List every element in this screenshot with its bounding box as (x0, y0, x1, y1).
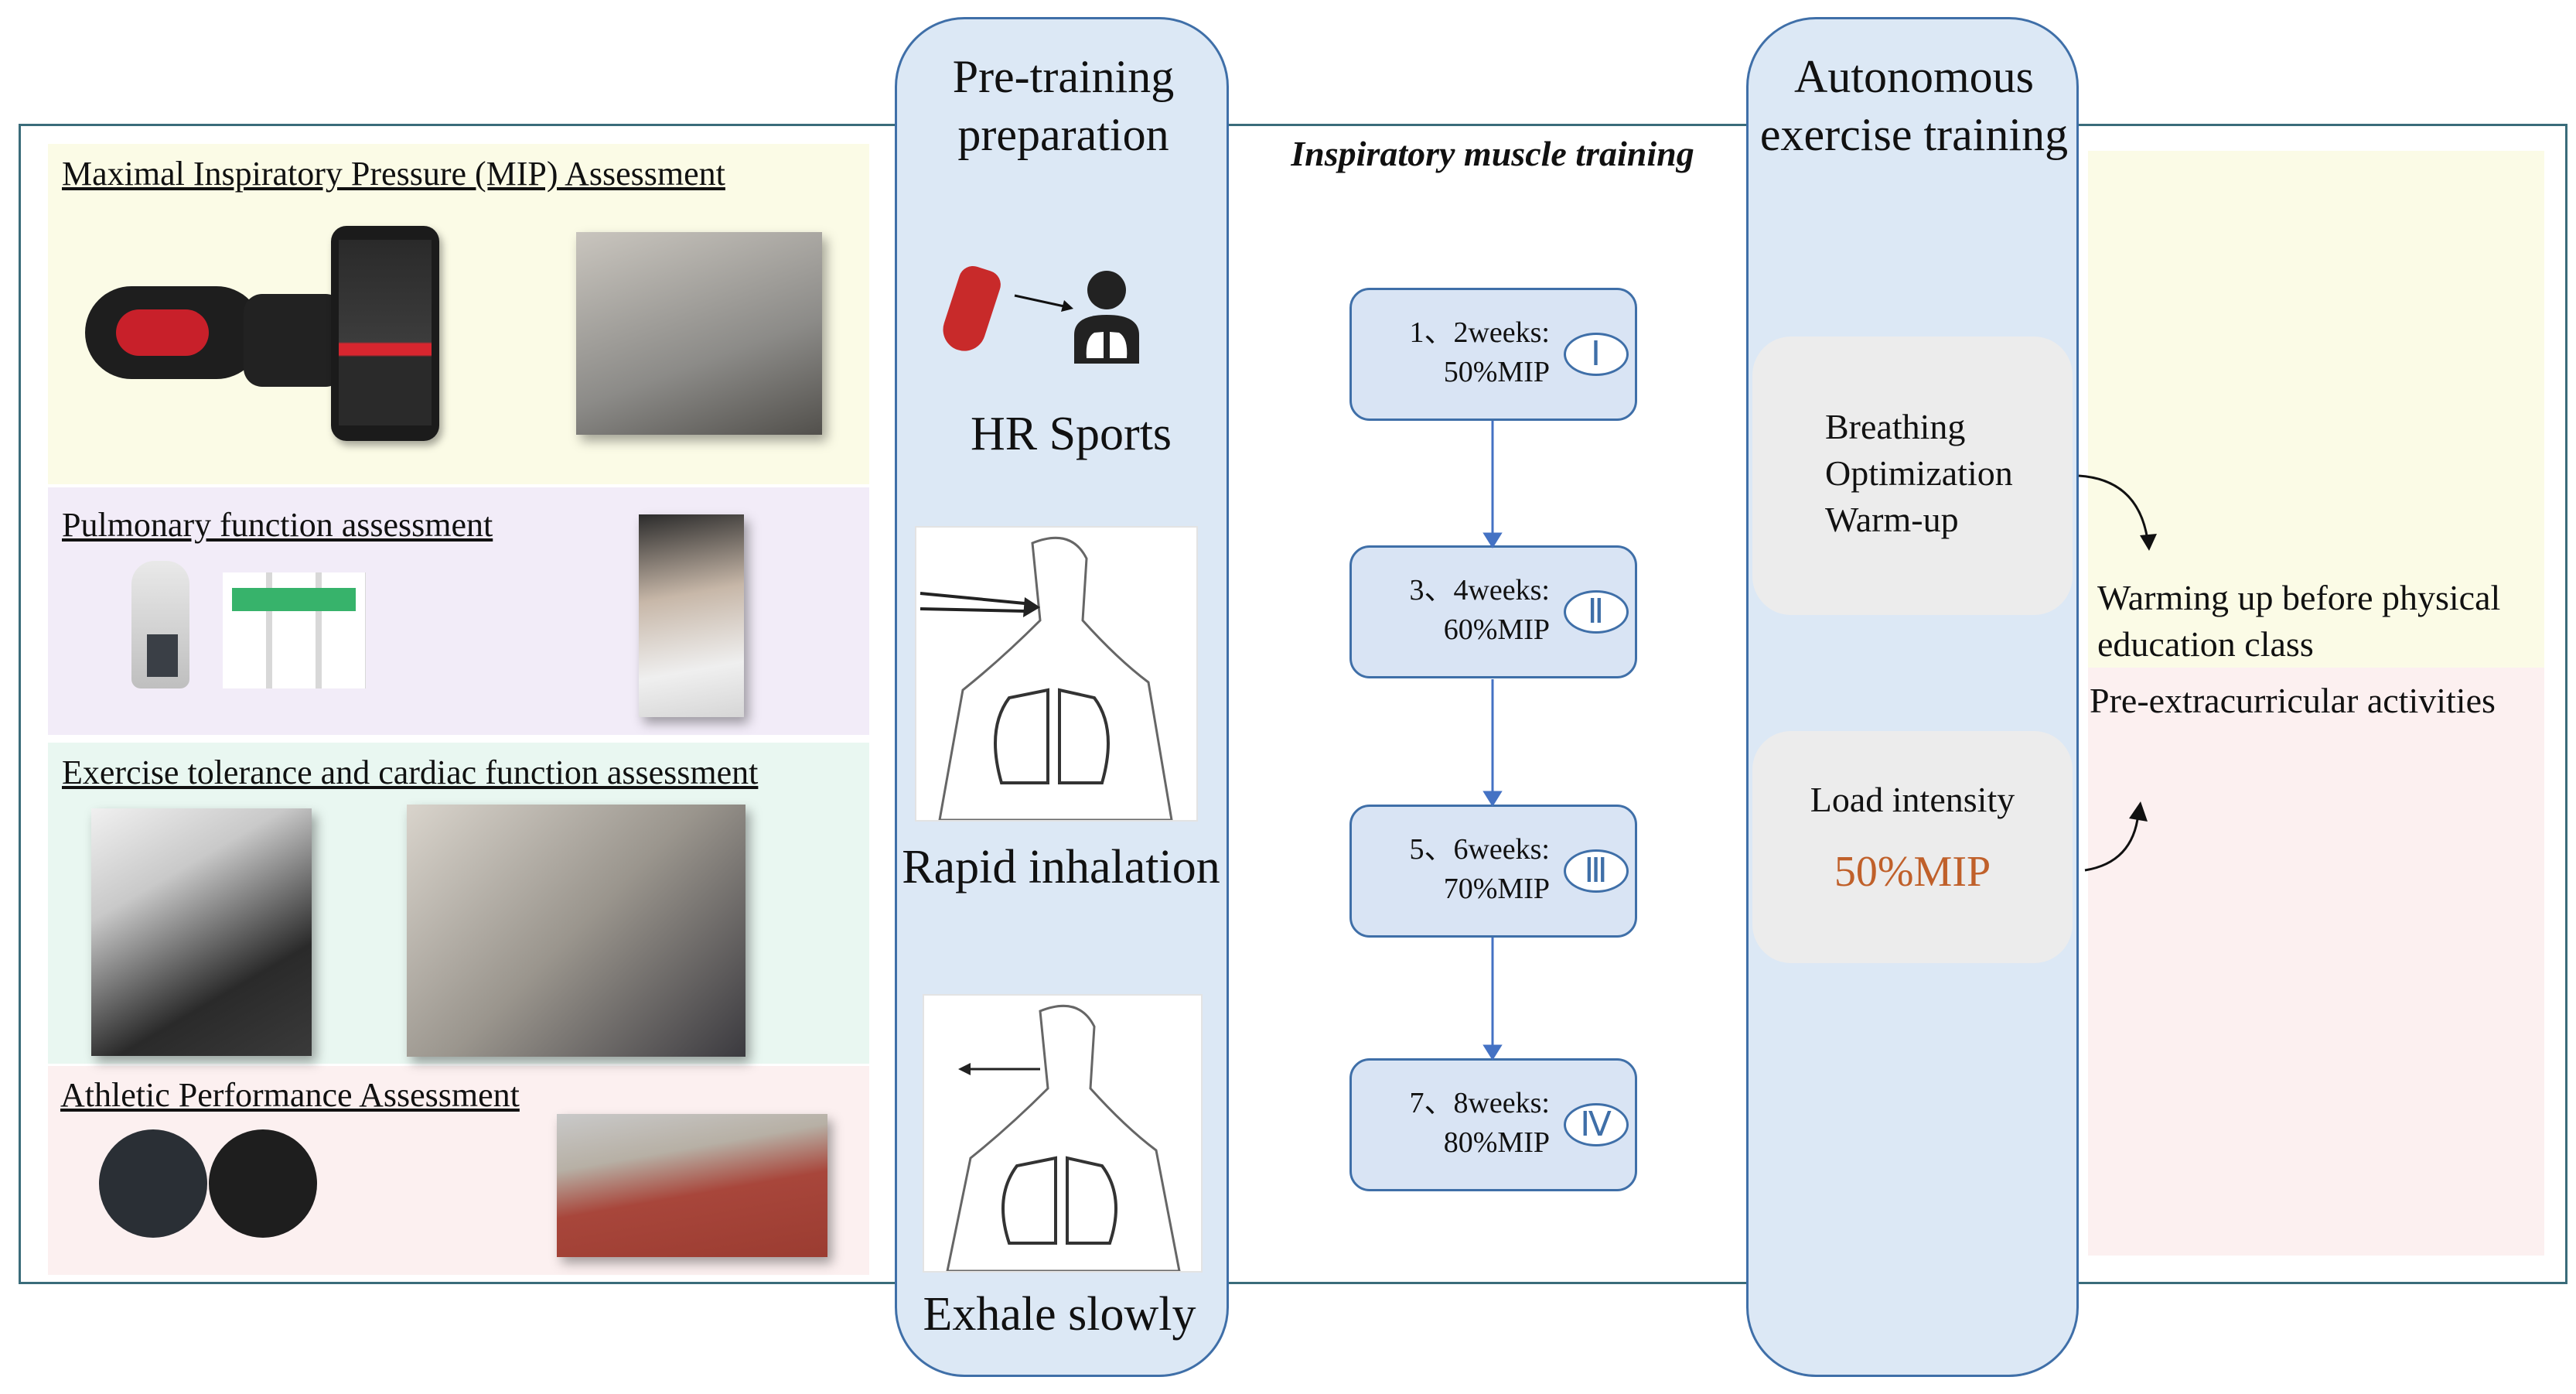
imt-step-4-load: 80%MIP (1443, 1126, 1550, 1160)
mip-title: Maximal Inspiratory Pressure (MIP) Asses… (62, 155, 725, 193)
arrow-to-extracurricular (2084, 813, 2140, 872)
mip-trainer-accent (116, 309, 209, 356)
imt-step-3-text: 5、6weeks: 70%MIP (1409, 830, 1550, 910)
rapid-inhalation-illustration (915, 526, 1198, 822)
rapid-inhalation-label: Rapid inhalation (902, 841, 1220, 893)
imt-step-1-load: 50%MIP (1443, 356, 1550, 389)
arrow-to-warmup-head (2140, 534, 2157, 551)
mip-sensor-image (244, 294, 344, 387)
spirometer-app-accent (232, 588, 356, 611)
stopwatch-image-1 (99, 1129, 207, 1238)
mip-assessment-photo (576, 232, 822, 435)
arrow-to-head-icon (1014, 294, 1073, 312)
athletic-title: Athletic Performance Assessment (60, 1076, 520, 1114)
pretraining-title: Pre-training preparation (952, 51, 1175, 160)
phase-badge-1: Ⅰ (1564, 333, 1629, 376)
phase-badge-2: Ⅱ (1564, 590, 1629, 634)
connector-arrowhead-1 (1482, 532, 1503, 548)
running-track-photo (557, 1114, 827, 1257)
phase-badge-3: Ⅲ (1564, 849, 1629, 893)
autonomous-column (1746, 17, 2079, 1377)
cardiopulmonary-equipment-photo (91, 808, 312, 1056)
exhale-slowly-label: Exhale slowly (923, 1288, 1196, 1341)
arrow-to-warmup (2078, 474, 2149, 541)
breathing-line-3: Warm-up (1825, 499, 1959, 539)
warmup-text: Warming up before physical education cla… (2097, 578, 2501, 664)
step-connectors (1482, 421, 1503, 1061)
imt-step-2-text: 3、4weeks: 60%MIP (1409, 571, 1550, 651)
imt-step-1-weeks: 1、2weeks: (1409, 316, 1550, 349)
imt-title: Inspiratory muscle training (1291, 134, 1694, 173)
load-intensity-value: 50%MIP (1834, 848, 1991, 896)
extracurricular-panel (2088, 668, 2544, 1256)
hr-sports-label: HR Sports (970, 408, 1172, 460)
treadmill-test-photo (407, 805, 746, 1057)
breathing-line-1: Breathing (1825, 407, 1966, 446)
breathing-line-2: Optimization (1825, 453, 2013, 493)
load-intensity-card (1752, 731, 2073, 963)
connector-arrowhead-2 (1482, 791, 1503, 807)
warmup-panel (2088, 151, 2544, 668)
lungs-head-icon (1074, 271, 1139, 364)
imt-step-3: 5、6weeks: 70%MIP Ⅲ (1349, 805, 1637, 938)
extracurricular-text: Pre-extracurricular activities (2090, 681, 2496, 720)
exercise-title: Exercise tolerance and cardiac function … (62, 753, 759, 791)
outer-frame (19, 124, 2567, 1284)
imt-step-4-text: 7、8weeks: 80%MIP (1409, 1084, 1550, 1163)
imt-step-4: 7、8weeks: 80%MIP Ⅳ (1349, 1058, 1637, 1191)
connector-arrowhead-3 (1482, 1044, 1503, 1061)
phase-badge-4: Ⅳ (1564, 1103, 1629, 1146)
imt-step-3-load: 70%MIP (1443, 873, 1550, 906)
exhale-slowly-drawing (946, 1004, 1181, 1273)
spirometer-screen (147, 634, 178, 677)
imt-step-1-text: 1、2weeks: 50%MIP (1409, 313, 1550, 393)
pulmonary-assessment-photo (639, 514, 744, 717)
imt-step-3-weeks: 5、6weeks: (1409, 833, 1550, 866)
imt-step-2: 3、4weeks: 60%MIP Ⅱ (1349, 545, 1637, 678)
autonomous-title: Autonomous exercise training (1759, 51, 2069, 160)
stopwatch-image-2 (209, 1129, 317, 1238)
mip-phone-screen (339, 240, 432, 425)
rapid-inhalation-drawing (920, 536, 1173, 822)
arrow-to-extracurricular-head (2129, 801, 2148, 822)
imt-step-2-load: 60%MIP (1443, 613, 1550, 647)
exhale-slowly-illustration (923, 994, 1203, 1273)
pulmonary-title: Pulmonary function assessment (62, 506, 493, 544)
imt-step-1: 1、2weeks: 50%MIP Ⅰ (1349, 288, 1637, 421)
imt-step-4-weeks: 7、8weeks: (1409, 1087, 1550, 1119)
imt-step-2-weeks: 3、4weeks: (1409, 574, 1550, 606)
breathing-warmup-text: Breathing Optimization Warm-up (1825, 404, 2013, 542)
breathing-warmup-card (1752, 337, 2073, 615)
load-intensity-label: Load intensity (1810, 780, 2015, 819)
curved-arrows (2078, 474, 2157, 872)
